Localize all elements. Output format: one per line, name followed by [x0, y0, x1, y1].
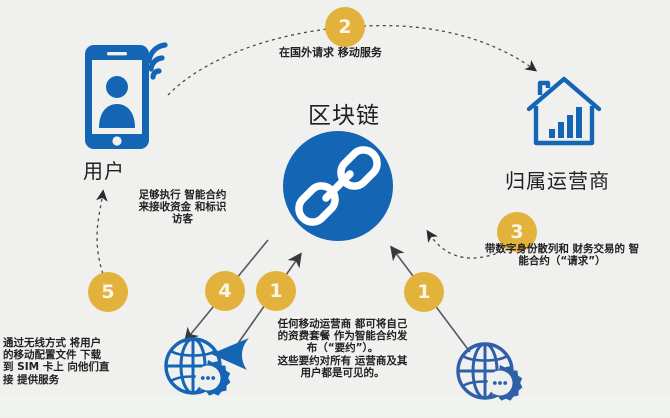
step-badge-1-left[interactable]: 1: [256, 271, 296, 311]
visited-operator-right-node: [452, 338, 528, 418]
step-badge-3[interactable]: 3: [497, 212, 537, 252]
step-3-text: 带数字身份散列和 财务交易的 智 能合约（“请求”）: [484, 243, 640, 268]
step-badge-2[interactable]: 2: [325, 7, 365, 47]
user-label: 用户: [83, 159, 125, 183]
user-node: [75, 33, 185, 157]
step-5-text: 通过无线方式 将用户 的移动配置文件 下载 到 SIM 卡上 向他们直 接 提供…: [3, 337, 110, 386]
step-1-text: 任何移动运营商 都可将自己 的资费套餐 作为智能合约发 布（“要约”）。 这些要…: [277, 318, 408, 379]
globe-gear-icon: [164, 337, 231, 396]
step-badge-5[interactable]: 5: [88, 272, 128, 312]
bottom-strip: [0, 396, 670, 414]
connector-user-to-home-operator: [167, 24, 538, 96]
blockchain-node: [282, 130, 394, 246]
step-2-text: 在国外请求 移动服务: [279, 46, 382, 59]
step-badge-1-right[interactable]: 1: [404, 272, 444, 312]
step-4-text: 足够执行 智能合约 来接收资金 和标识 访客: [138, 189, 227, 226]
house-signal-icon: [526, 76, 602, 146]
blue-pointer-icon: [211, 338, 249, 370]
step-badge-4[interactable]: 4: [205, 271, 245, 311]
globe-gear-icon: [456, 342, 523, 401]
home-operator-label: 归属运营商: [505, 169, 610, 193]
visited-operator-left-node: [160, 333, 236, 413]
blockchain-label: 区块链: [308, 103, 380, 129]
mobile-phone-user-icon: [85, 42, 168, 149]
connector-home-operator-to-blockchain: [426, 229, 521, 259]
home-operator-node: [523, 73, 605, 153]
chain-link-icon: [283, 131, 393, 241]
